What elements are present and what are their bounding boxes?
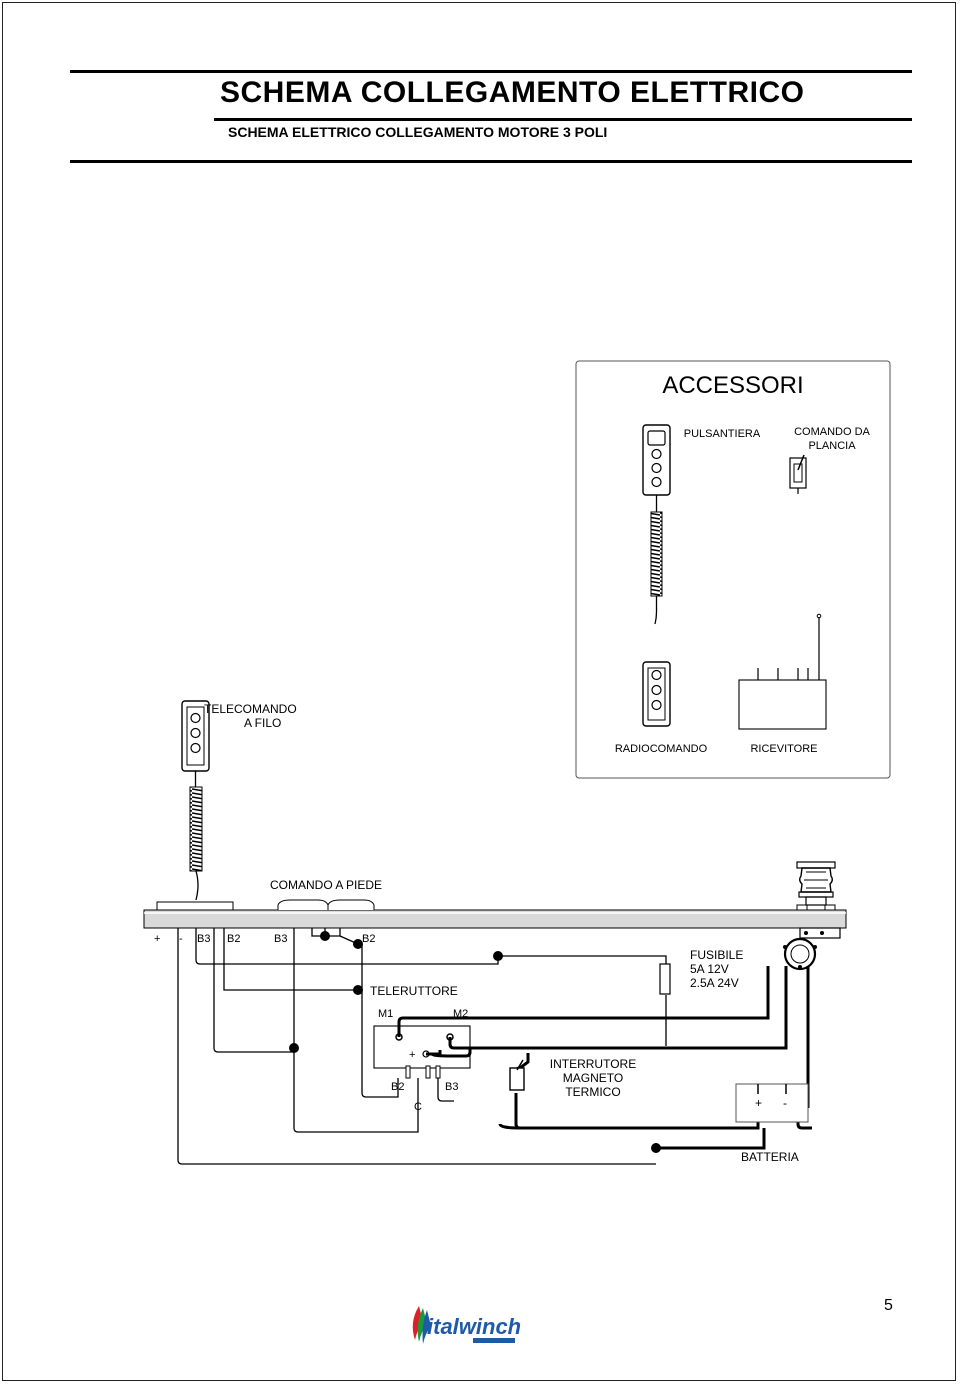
b3-label: B3: [445, 1081, 458, 1093]
page-number: 5: [884, 1297, 893, 1314]
interruttore-label: INTERRUTORE: [550, 1057, 636, 1071]
a-filo-label: A FILO: [244, 716, 281, 730]
terminal-minus: -: [179, 933, 183, 945]
logo-wordmark: italwinch: [427, 1314, 521, 1339]
windlass-icon: [783, 861, 841, 971]
ricevitore-icon: [738, 613, 827, 730]
teleruttore-box: [373, 1025, 471, 1079]
b2-label: B2: [391, 1081, 404, 1093]
terminal-plus: +: [154, 933, 160, 945]
main-battery-wires: [498, 1123, 521, 1130]
comando-piede-label: COMANDO A PIEDE: [270, 878, 382, 892]
fusibile-label: FUSIBILE: [690, 948, 743, 962]
battery-minus: -: [783, 1096, 787, 1110]
telecomando-label: TELECOMANDO: [204, 702, 297, 716]
fuse-icon: [659, 963, 671, 995]
accessories-title: ACCESSORI: [662, 372, 803, 399]
radiocomando-icon: [642, 661, 671, 727]
radiocomando-label: RADIOCOMANDO: [615, 743, 708, 755]
plancia-label: PLANCIA: [808, 440, 856, 452]
accessories-panel: ACCESSORI PULSANTIERA COMANDO DA PLANCIA…: [575, 360, 891, 779]
terminal-labels: + - B3 B2 B3 B2: [154, 933, 375, 945]
battery-icon: [735, 1083, 809, 1123]
pulsantiera-icon: [642, 424, 671, 625]
c-label: C: [414, 1101, 422, 1113]
battery-plus: +: [755, 1096, 762, 1110]
italwinch-logo: italwinch: [412, 1306, 521, 1344]
magneto-label: MAGNETO: [563, 1071, 623, 1085]
comando-da-label: COMANDO DA: [794, 426, 870, 438]
pulsantiera-label: PULSANTIERA: [684, 428, 761, 440]
telecomando-filo-icon: [181, 700, 210, 901]
ricevitore-label: RICEVITORE: [750, 743, 817, 755]
fusibile-24v-label: 2.5A 24V: [690, 976, 739, 990]
fusibile-12v-label: 5A 12V: [690, 962, 729, 976]
junction-dots: [289, 931, 661, 1153]
subtitle-rule: [70, 160, 912, 163]
top-rule: [70, 70, 912, 73]
terminal-b3-b: B3: [274, 933, 287, 945]
page-subtitle: SCHEMA ELETTRICO COLLEGAMENTO MOTORE 3 P…: [228, 124, 608, 140]
terminal-b2-b: B2: [362, 933, 375, 945]
deck-plate: [143, 899, 847, 929]
terminal-b2-a: B2: [227, 933, 240, 945]
title-rule: [214, 118, 912, 121]
teleruttore-plus: +: [409, 1049, 415, 1061]
terminal-b3-a: B3: [197, 933, 210, 945]
breaker-icon: [509, 1059, 525, 1091]
m1-label: M1: [378, 1008, 393, 1020]
toggle-switch-icon: [789, 454, 807, 494]
teleruttore-label: TELERUTTORE: [370, 984, 458, 998]
page-title: SCHEMA COLLEGAMENTO ELETTRICO: [220, 76, 805, 109]
batteria-label: BATTERIA: [741, 1150, 799, 1164]
termico-label: TERMICO: [565, 1085, 620, 1099]
